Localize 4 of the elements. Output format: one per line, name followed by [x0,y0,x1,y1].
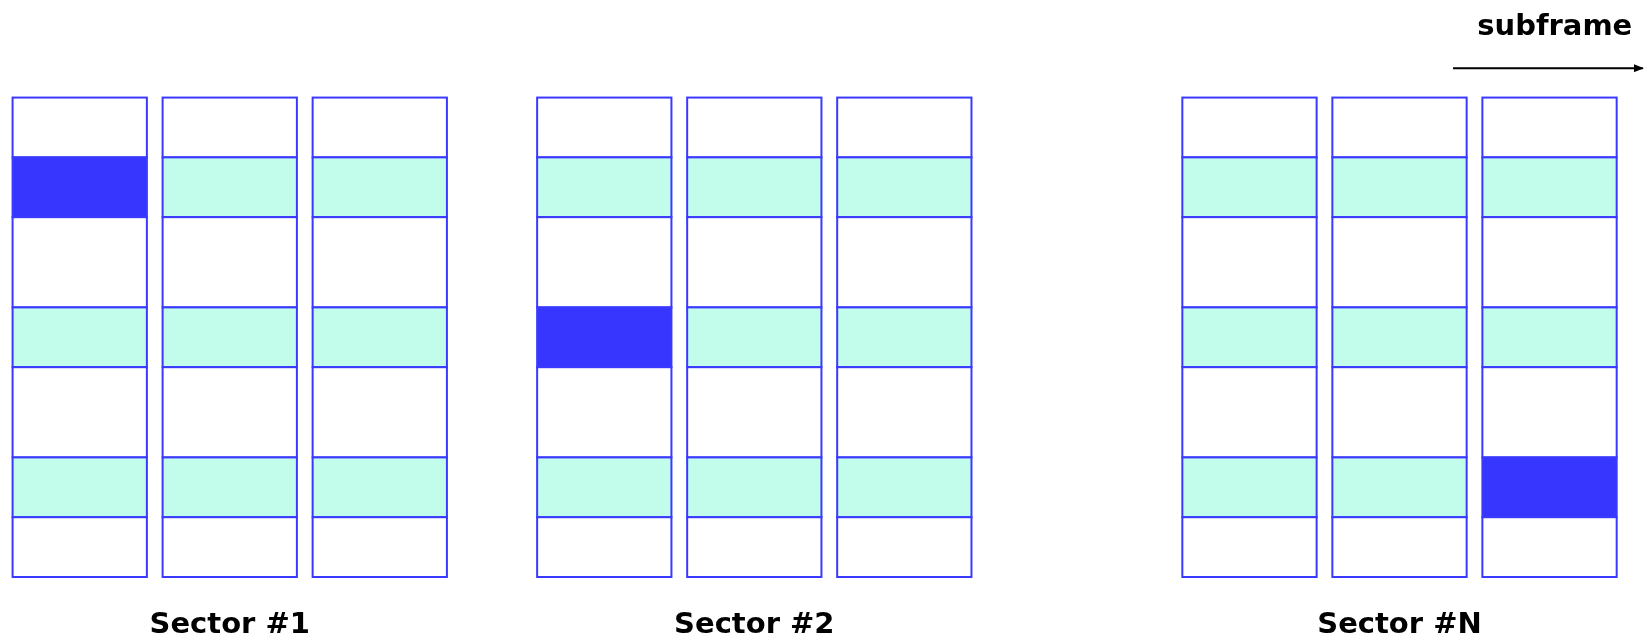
sector-label: Sector #N [1317,606,1482,641]
axis-label: subframe [1477,8,1633,43]
sector-label: Sector #1 [149,606,310,641]
sector-label: Sector #2 [674,606,835,641]
